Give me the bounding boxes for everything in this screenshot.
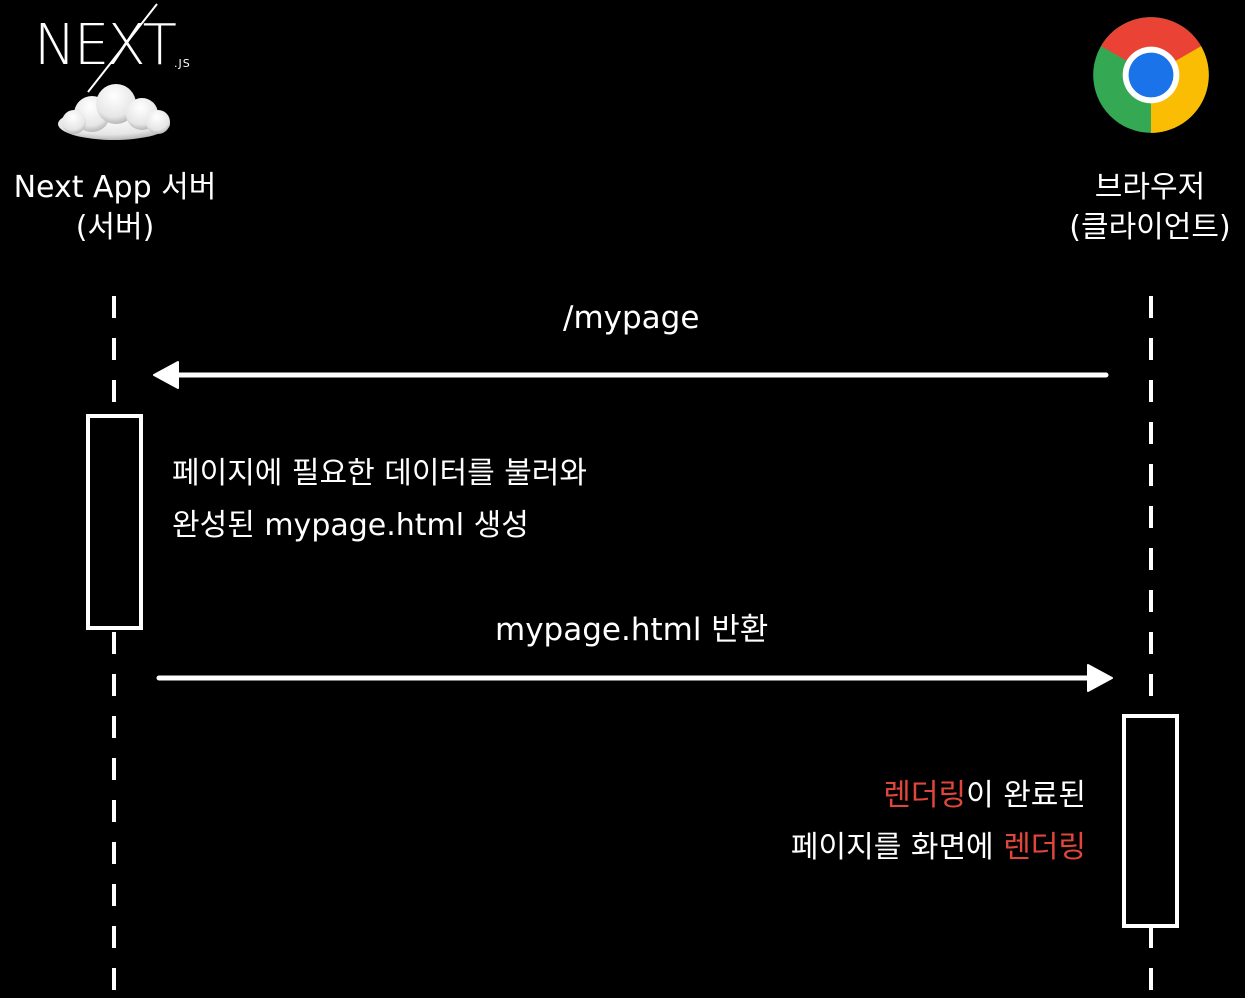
server-activation-box — [86, 414, 143, 630]
response-message-label: mypage.html 반환 — [495, 612, 769, 648]
nextjs-logo-suffix: .JS — [174, 57, 191, 70]
render-highlight-2: 렌더링 — [1003, 830, 1086, 865]
render-highlight-1: 렌더링 — [883, 778, 967, 813]
browser-note-line2-rest: 페이지를 화면에 — [790, 830, 1004, 865]
nextjs-slash-icon — [87, 3, 158, 93]
browser-note-line2: 페이지를 화면에 렌더링 — [700, 822, 1086, 874]
browser-render-note: 렌더링이 완료된 페이지를 화면에 렌더링 — [700, 770, 1086, 874]
browser-actor-label: 브라우저 (클라이언트) — [1055, 168, 1245, 248]
server-lifeline — [112, 296, 116, 996]
server-label-line2: (서버) — [75, 210, 155, 245]
browser-activation-box — [1122, 714, 1179, 928]
server-process-note: 페이지에 필요한 데이터를 불러와 완성된 mypage.html 생성 — [172, 448, 587, 552]
server-note-line1: 페이지에 필요한 데이터를 불러와 — [172, 456, 588, 491]
browser-lifeline — [1149, 296, 1153, 996]
request-message-label: /mypage — [563, 300, 700, 336]
cloud-icon — [58, 84, 170, 140]
server-note-line2: 완성된 mypage.html 생성 — [172, 508, 529, 543]
browser-label-line2: (클라이언트) — [1069, 210, 1231, 245]
browser-label-line1: 브라우저 — [1094, 170, 1206, 205]
server-actor-label: Next App 서버 (서버) — [0, 168, 230, 248]
browser-note-line1: 렌더링이 완료된 — [700, 770, 1086, 822]
browser-note-line1-rest: 이 완료된 — [966, 778, 1086, 813]
server-label-line1: Next App 서버 — [13, 170, 217, 205]
chrome-icon — [1093, 17, 1209, 133]
nextjs-logo-text: NEXT — [34, 13, 177, 78]
